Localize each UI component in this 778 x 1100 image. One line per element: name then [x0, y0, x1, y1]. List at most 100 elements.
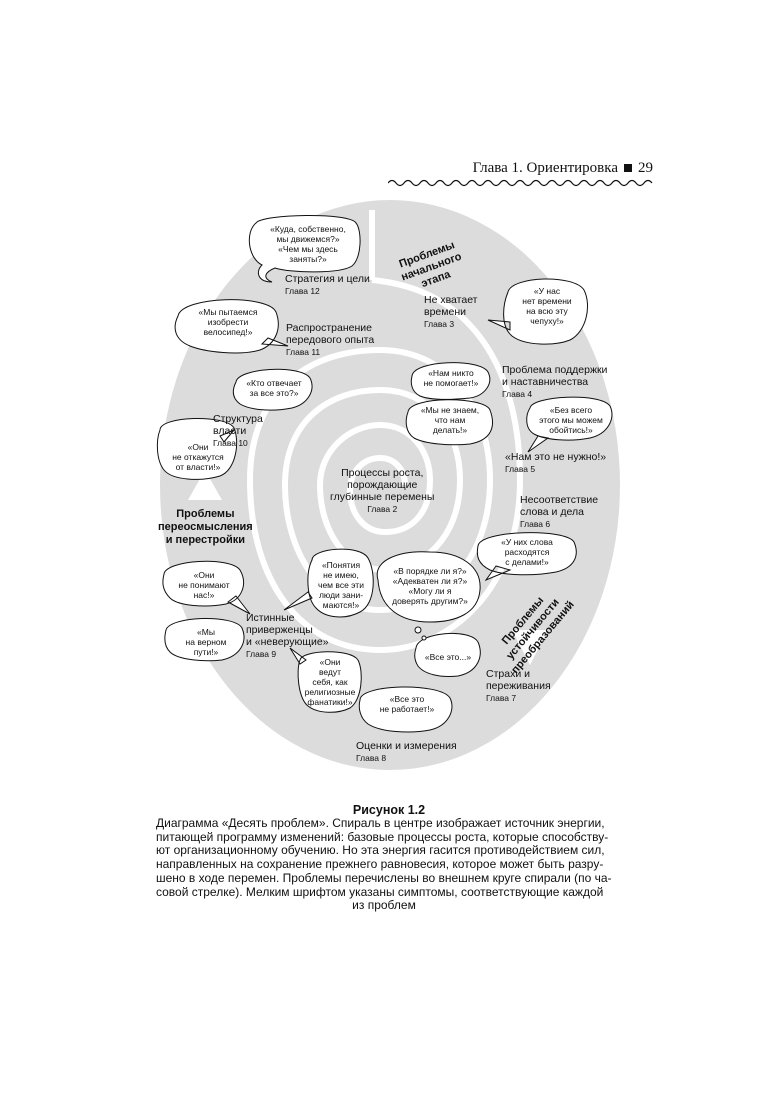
bubble-line: что нам [434, 415, 466, 425]
bubble-notworking-text: «Все это не работает!» [360, 694, 454, 714]
caption-line: направленных на сохранение прежнего равн… [156, 857, 604, 872]
bubble-line: «У них слова [501, 537, 553, 547]
bubble-understand [162, 560, 251, 615]
bubble-understand-text: «Они не понимают нас!» [164, 570, 244, 600]
label-believers: Истинные приверженцы и «неверующие» Глав… [246, 612, 329, 660]
label-power: Структура власти Глава 10 [213, 413, 263, 449]
caption-line: Диаграмма «Десять проблем». Спираль в це… [156, 816, 605, 830]
bubble-nohelp [410, 362, 491, 400]
bubble-right [164, 618, 245, 662]
label-strategy-chapter: Глава 12 [285, 286, 320, 296]
label-mismatch-line1: Несоответствие [520, 494, 599, 506]
bubble-line: «Куда, собственно, [270, 224, 346, 234]
bubble-line: чем все эти [318, 580, 364, 590]
center-line-3: глубинные перемены [330, 491, 435, 503]
bubble-allthis-text: «Все это...» [416, 652, 480, 662]
bubble-without [526, 396, 613, 453]
label-believers-chapter: Глава 9 [246, 649, 277, 659]
bubble-concepts-text: «Понятия не имею, чем все эти люди зани-… [308, 560, 374, 610]
bubble-line: «Они [193, 570, 215, 580]
label-fear-line1: Страхи и [486, 668, 530, 680]
bubble-line: не помогает!» [423, 378, 479, 388]
bubble-wordsdeeds [476, 532, 577, 582]
bubble-line: на всю эту [526, 306, 568, 316]
label-mismatch: Несоответствие слова и дела Глава 6 [520, 494, 598, 530]
bubble-line: нет времени [522, 296, 572, 306]
bubble-trust-text: «В порядке ли я?» «Адекватен ли я?» «Мог… [380, 566, 480, 606]
label-mismatch-line2: слова и дела [520, 506, 584, 518]
label-fear: Страхи и переживания Глава 7 [486, 668, 551, 704]
label-mismatch-chapter: Глава 6 [520, 519, 551, 529]
caption-line: ют организационному обучению. Но эта эне… [156, 843, 605, 858]
bubble-line: изобрести [207, 317, 249, 327]
bubble-line: велосипед!» [203, 327, 253, 337]
bubble-notworking [358, 686, 453, 733]
label-relevance-chapter: Глава 5 [505, 464, 536, 474]
bubble-line: «Они [187, 442, 209, 452]
caption-line: совой стрелке). Мелким шрифтом указаны с… [156, 884, 604, 899]
bubble-line: люди зани- [318, 590, 364, 600]
label-measure-text: Оценки и измерения [356, 740, 457, 752]
label-believers-line1: Истинные [246, 612, 295, 624]
bubble-line: от власти!» [175, 462, 221, 472]
bubble-concepts [283, 548, 374, 618]
bubble-line: «Нам никто [428, 368, 474, 378]
bubble-power [156, 418, 238, 480]
label-relevance: «Нам это не нужно!» Глава 5 [505, 451, 606, 475]
bubble-allthis [414, 632, 481, 677]
bubble-line: не имею, [323, 570, 359, 580]
center-line-2: порождающие [347, 479, 418, 491]
bubble-line: мы движемся?» [276, 234, 340, 244]
ten-problems-diagram [156, 200, 620, 770]
label-support: Проблема поддержки и наставничества Глав… [502, 364, 607, 400]
bubble-line: не откажутся [172, 452, 224, 462]
bubble-wordsdeeds-text: «У них слова расходятся с делами!» [478, 537, 576, 567]
label-diffusion-line1: Распространение [286, 322, 372, 334]
bubble-nonsense [487, 278, 588, 345]
bubble-line: не работает!» [379, 704, 435, 714]
label-time: Не хватает времени Глава 3 [424, 294, 478, 330]
bubble-power-text: «Они не откажутся от власти!» [160, 442, 236, 472]
bubble-line: нас!» [193, 590, 215, 600]
square-bullet-icon [624, 164, 632, 173]
bubble-bicycle-text: «Мы пытаемся изобрести велосипед!» [178, 307, 278, 337]
section-rethink-line1: Проблемы [176, 508, 235, 520]
bubble-line: не понимают [178, 580, 230, 590]
bubble-fanatics-text: «Они ведут себя, как религиозные фанатик… [296, 657, 364, 707]
bubble-line: маются!» [322, 600, 360, 610]
bubble-line: «Мы пытаемся [198, 307, 258, 317]
label-fear-chapter: Глава 7 [486, 693, 517, 703]
bubble-line: с делами!» [505, 557, 549, 567]
bubble-line: обойтись!» [549, 425, 593, 435]
bubble-dontknow-text: «Мы не знаем, что нам делать!» [408, 405, 492, 435]
bubble-line: этого мы можем [539, 415, 603, 425]
bubble-responsible [232, 368, 313, 411]
label-time-chapter: Глава 3 [424, 319, 455, 329]
label-support-chapter: Глава 4 [502, 389, 533, 399]
label-measure: Оценки и измерения Глава 8 [356, 740, 457, 764]
label-diffusion-line2: передового опыта [286, 334, 375, 346]
wavy-rule [388, 179, 653, 187]
label-support-line1: Проблема поддержки [502, 364, 608, 376]
bubble-nohelp-text: «Нам никто не помогает!» [412, 368, 490, 388]
spiral [246, 210, 524, 654]
bubble-trust [376, 551, 481, 623]
bubble-line: «У нас [533, 286, 561, 296]
arrow-up-icon [188, 470, 222, 500]
label-relevance-text: «Нам это не нужно!» [505, 451, 607, 463]
label-support-line2: и наставничества [502, 376, 589, 388]
bubble-line: чепуху!» [530, 316, 564, 326]
caption-line: шено в ходе перемен. Проблемы перечислен… [156, 870, 612, 885]
bubble-without-text: «Без всего этого мы можем обойтись!» [528, 405, 614, 435]
bubble-line: «Мы не знаем, [420, 405, 480, 415]
figure-caption: Диаграмма «Десять проблем». Спираль в це… [156, 816, 612, 913]
bubble-line: доверять другим?» [392, 596, 468, 606]
bubble-line: «Адекватен ли я?» [392, 576, 468, 586]
label-believers-line2: приверженцы [246, 624, 313, 636]
bubble-dontknow [405, 399, 493, 446]
bubble-where [248, 214, 361, 283]
label-measure-chapter: Глава 8 [356, 753, 387, 763]
bubble-line: «Без всего [549, 405, 593, 415]
center-chapter: Глава 2 [367, 504, 398, 514]
figure-title: Рисунок 1.2 [352, 803, 426, 817]
